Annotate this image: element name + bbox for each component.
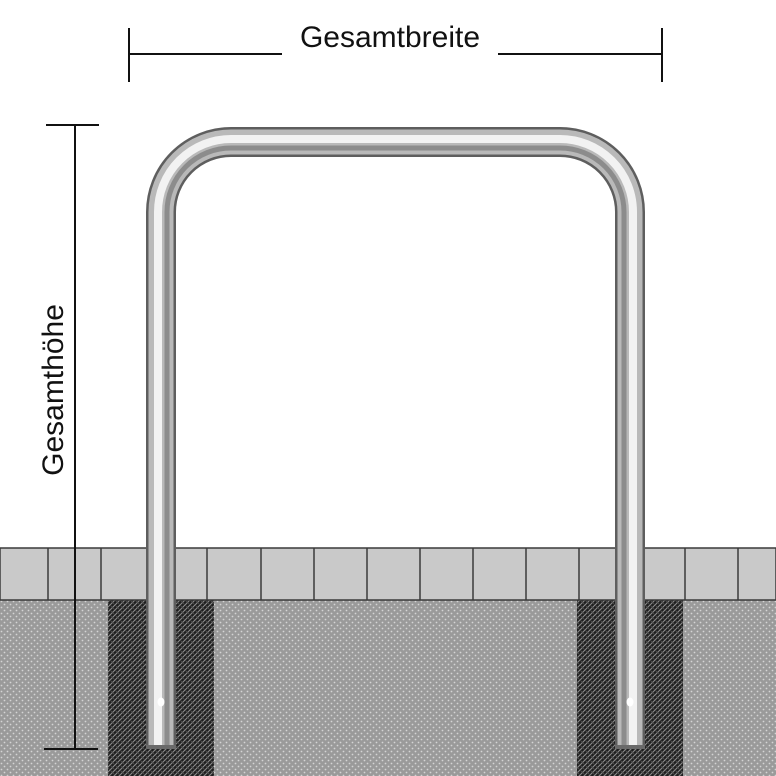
width-dimension-label: Gesamtbreite [300,21,480,54]
anchor-hole-left [157,697,165,707]
anchor-hole-right [626,697,634,707]
height-dimension-label: Gesamthöhe [37,304,70,476]
bike-stand-pipe [146,127,645,749]
height-dimension [44,124,99,750]
paving-layer [0,547,776,601]
